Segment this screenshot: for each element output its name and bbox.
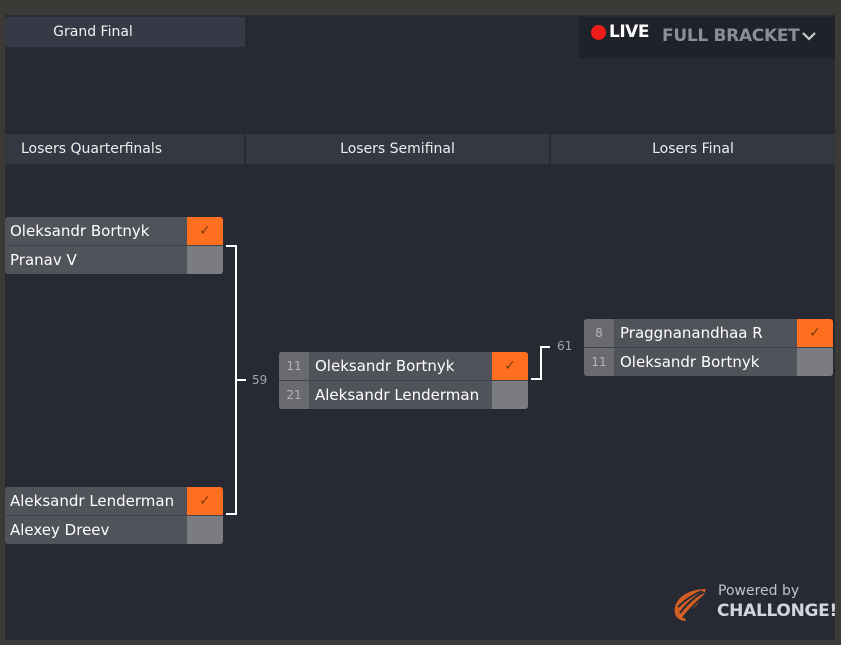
live-label: LIVE	[609, 22, 649, 42]
player-name: Oleksandr Bortnyk	[315, 357, 455, 375]
bracket-controls: LIVE FULL BRACKET	[579, 17, 835, 58]
player-name: Alexey Dreev	[10, 521, 110, 539]
player-row[interactable]: Aleksandr Lenderman ✓	[5, 487, 223, 515]
match-number-61: 61	[557, 339, 573, 353]
bracket-connector-stub	[540, 346, 550, 348]
seed-number: 11	[279, 352, 309, 380]
challonge-logo-icon	[674, 589, 706, 621]
player-name: Oleksandr Bortnyk	[620, 353, 760, 371]
winner-check-icon: ✓	[797, 319, 833, 347]
powered-by-label: Powered by	[718, 583, 800, 599]
winner-check-icon: ✓	[187, 487, 223, 515]
match-qf-top[interactable]: Oleksandr Bortnyk ✓ Pranav V	[5, 217, 223, 274]
grand-final-tab[interactable]: Grand Final	[5, 17, 245, 47]
seed-number: 21	[279, 381, 309, 409]
player-name: Praggnanandhaa R	[620, 324, 763, 342]
round-header-losers-final: Losers Final	[551, 134, 835, 164]
score-cell	[187, 246, 223, 274]
chevron-down-icon[interactable]	[801, 29, 817, 43]
player-row[interactable]: Alexey Dreev	[5, 515, 223, 544]
round-header-losers-quarterfinals: Losers Quarterfinals	[5, 134, 244, 164]
match-semifinal[interactable]: 11 Oleksandr Bortnyk ✓ 21 Aleksandr Lend…	[279, 352, 528, 409]
player-name: Pranav V	[10, 251, 77, 269]
bracket-connector-stub	[236, 379, 246, 381]
player-row[interactable]: 21 Aleksandr Lenderman	[279, 380, 528, 409]
match-number-59: 59	[252, 373, 268, 387]
seed-number: 11	[584, 348, 614, 376]
bracket-connector	[531, 346, 542, 380]
player-row[interactable]: 8 Praggnanandhaa R ✓	[584, 319, 833, 347]
winner-check-icon: ✓	[492, 352, 528, 380]
winner-check-icon: ✓	[187, 217, 223, 245]
score-cell	[187, 516, 223, 544]
player-name: Aleksandr Lenderman	[10, 492, 175, 510]
challonge-brand: CHALLONGE!	[717, 601, 837, 621]
player-row[interactable]: 11 Oleksandr Bortnyk	[584, 347, 833, 376]
score-cell	[797, 348, 833, 376]
player-name: Aleksandr Lenderman	[315, 386, 480, 404]
match-losers-final[interactable]: 8 Praggnanandhaa R ✓ 11 Oleksandr Bortny…	[584, 319, 833, 376]
round-header-losers-semifinal: Losers Semifinal	[246, 134, 549, 164]
player-name: Oleksandr Bortnyk	[10, 222, 150, 240]
player-row[interactable]: 11 Oleksandr Bortnyk ✓	[279, 352, 528, 380]
player-row[interactable]: Oleksandr Bortnyk ✓	[5, 217, 223, 245]
score-cell	[492, 381, 528, 409]
live-dot-icon	[591, 25, 606, 40]
player-row[interactable]: Pranav V	[5, 245, 223, 274]
match-qf-bottom[interactable]: Aleksandr Lenderman ✓ Alexey Dreev	[5, 487, 223, 544]
seed-number: 8	[584, 319, 614, 347]
powered-by-challonge[interactable]: Powered by CHALLONGE!	[672, 583, 837, 625]
full-bracket-dropdown[interactable]: FULL BRACKET	[662, 26, 800, 46]
